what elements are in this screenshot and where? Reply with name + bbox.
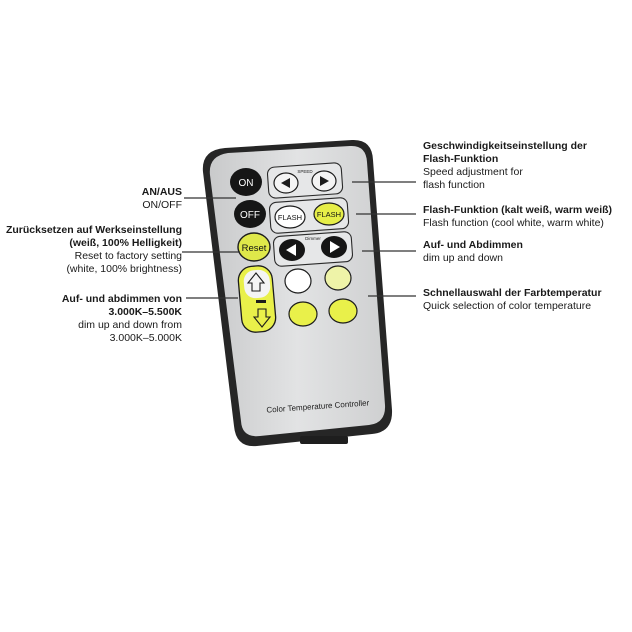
speed-right-button[interactable] xyxy=(311,170,337,192)
callout-reset-text-2: (white, 100% brightness) xyxy=(66,263,182,275)
speed-left-button[interactable] xyxy=(273,172,299,194)
callout-reset-text-1: Reset to factory setting xyxy=(74,250,182,262)
off-button-label: OFF xyxy=(240,210,260,221)
callout-speed-title-2: Flash-Funktion xyxy=(423,153,499,165)
arrow-right-icon xyxy=(320,176,329,186)
leader-lines xyxy=(182,181,416,299)
callout-dimmer-title: Auf- und Abdimmen xyxy=(423,239,523,251)
flash-cool-button[interactable]: FLASH xyxy=(274,205,306,229)
callout-speed: Geschwindigkeitseinstellung der Flash-Fu… xyxy=(423,140,587,192)
dimmer-down-button[interactable] xyxy=(279,239,305,261)
callout-color-dim-title-1: Auf- und abdimmen von xyxy=(61,293,182,305)
callout-dimmer-text: dim up and down xyxy=(423,252,503,264)
arrow-left-icon xyxy=(286,244,296,256)
callout-on-off: AN/AUS ON/OFF xyxy=(142,186,182,212)
arrow-down-icon xyxy=(252,308,272,328)
callout-reset-title-1: Zurücksetzen auf Werkseinstellung xyxy=(5,224,182,236)
callout-flash-title: Flash-Funktion (kalt weiß, warm weiß) xyxy=(423,204,613,216)
color-temp-dim-button[interactable] xyxy=(237,265,277,334)
arrow-right-icon xyxy=(330,241,340,253)
callout-quick-color-title: Schnellauswahl der Farbtemperatur xyxy=(423,287,602,299)
on-button[interactable]: ON xyxy=(230,168,262,196)
speed-label: SPEED xyxy=(297,169,313,174)
callout-flash-text: Flash function (cool white, warm white) xyxy=(423,217,604,229)
callout-color-dim-title-2: 3.000K–5.500K xyxy=(108,306,182,318)
quick-color-pale-button[interactable] xyxy=(324,265,352,291)
arrow-up-icon xyxy=(246,272,266,292)
callout-color-dim-text-2: 3.000K–5.000K xyxy=(109,332,182,344)
dimmer-panel: Dimmer xyxy=(272,231,354,267)
quick-color-buttons xyxy=(284,265,358,327)
flash-cool-label: FLASH xyxy=(278,213,302,222)
quick-color-yellow-2-button[interactable] xyxy=(328,298,358,324)
quick-color-yellow-1-button[interactable] xyxy=(288,301,318,327)
flash-warm-button[interactable]: FLASH xyxy=(313,202,345,226)
on-button-label: ON xyxy=(239,178,254,189)
remote-control: ON OFF Reset SPEED xyxy=(202,139,393,447)
arrow-left-icon xyxy=(281,178,290,188)
flash-warm-label: FLASH xyxy=(317,210,341,219)
callout-speed-text-1: Speed adjustment for xyxy=(423,166,523,178)
callout-color-dim-text-1: dim up and down from xyxy=(78,319,182,331)
callout-quick-color-text: Quick selection of color temperature xyxy=(423,300,592,312)
callout-dimmer: Auf- und Abdimmen dim up and down xyxy=(423,239,523,265)
off-button[interactable]: OFF xyxy=(234,200,266,228)
callout-on-off-title: AN/AUS xyxy=(141,186,182,198)
callout-on-off-text: ON/OFF xyxy=(142,199,182,211)
flash-panel: FLASH FLASH xyxy=(268,197,350,234)
dimmer-up-button[interactable] xyxy=(321,236,347,258)
callout-reset: Zurücksetzen auf Werkseinstellung (weiß,… xyxy=(6,224,182,276)
quick-color-white-button[interactable] xyxy=(284,268,312,294)
dimmer-label: Dimmer xyxy=(305,236,321,241)
callout-reset-title-2: (weiß, 100% Helligkeit) xyxy=(69,237,182,249)
speed-panel: SPEED xyxy=(266,162,344,199)
callout-quick-color: Schnellauswahl der Farbtemperatur Quick … xyxy=(423,287,602,313)
reset-button-label: Reset xyxy=(242,243,267,254)
callout-color-dim: Auf- und abdimmen von 3.000K–5.500K dim … xyxy=(62,293,182,345)
callout-speed-text-2: flash function xyxy=(423,179,485,191)
callout-flash: Flash-Funktion (kalt weiß, warm weiß) Fl… xyxy=(423,204,612,230)
remote-battery-tab xyxy=(300,436,348,444)
reset-button[interactable]: Reset xyxy=(237,232,271,262)
callout-speed-title-1: Geschwindigkeitseinstellung der xyxy=(423,140,587,152)
